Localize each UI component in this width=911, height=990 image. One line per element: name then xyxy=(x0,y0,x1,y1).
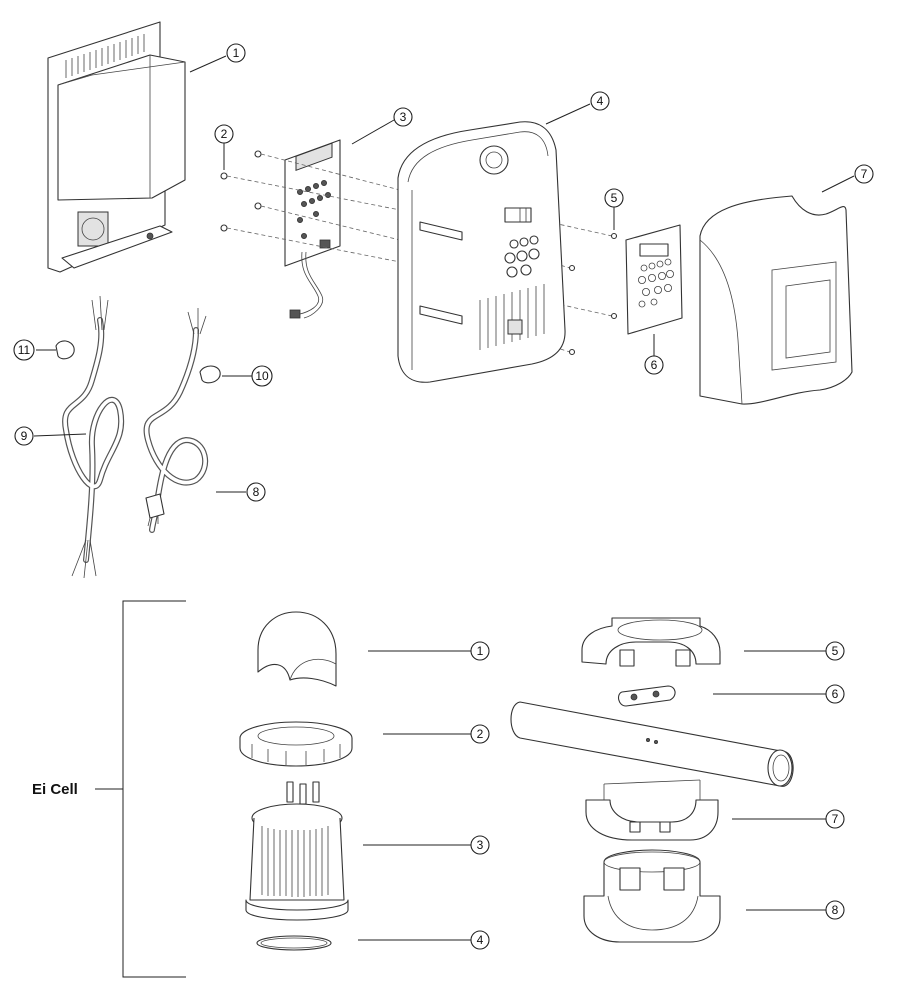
svg-text:2: 2 xyxy=(477,727,484,741)
svg-text:5: 5 xyxy=(832,644,839,658)
svg-text:4: 4 xyxy=(477,933,484,947)
lower-clamp xyxy=(585,779,719,841)
display-circuit-board xyxy=(284,139,341,319)
svg-text:6: 6 xyxy=(832,687,839,701)
callout-lower-8: 8 xyxy=(825,900,845,920)
ei-cell-bracket xyxy=(95,600,186,978)
upper-leader-lines xyxy=(33,55,855,493)
callout-upper-9: 9 xyxy=(14,426,34,446)
callout-upper-3: 3 xyxy=(393,107,413,127)
callout-upper-1: 1 xyxy=(226,43,246,63)
power-supply-unit xyxy=(47,21,186,273)
callout-upper-4: 4 xyxy=(590,91,610,111)
manifold-base xyxy=(583,849,721,943)
cell-dome-cap xyxy=(257,611,337,687)
svg-text:1: 1 xyxy=(477,644,484,658)
svg-text:8: 8 xyxy=(253,485,260,499)
controller-enclosure xyxy=(397,121,566,383)
power-cords xyxy=(55,295,221,579)
front-cover xyxy=(699,195,853,405)
callout-lower-6: 6 xyxy=(825,684,845,704)
svg-text:4: 4 xyxy=(597,94,604,108)
callout-lower-2: 2 xyxy=(470,724,490,744)
callout-upper-10: 10 xyxy=(251,365,273,387)
callout-lower-7: 7 xyxy=(825,809,845,829)
callout-upper-8: 8 xyxy=(246,482,266,502)
svg-text:2: 2 xyxy=(221,127,228,141)
svg-text:5: 5 xyxy=(611,191,618,205)
callout-upper-7: 7 xyxy=(854,164,874,184)
svg-text:3: 3 xyxy=(400,110,407,124)
callout-upper-11: 11 xyxy=(13,339,35,361)
lower-leader-lines xyxy=(358,650,826,941)
callout-lower-4: 4 xyxy=(470,930,490,950)
svg-text:1: 1 xyxy=(233,46,240,60)
svg-text:3: 3 xyxy=(477,838,484,852)
callout-upper-5: 5 xyxy=(604,188,624,208)
svg-text:9: 9 xyxy=(21,429,28,443)
svg-text:11: 11 xyxy=(18,343,31,357)
cell-electrode-stack xyxy=(245,781,349,921)
svg-text:7: 7 xyxy=(861,167,868,181)
clip-insert xyxy=(617,685,676,707)
svg-text:8: 8 xyxy=(832,903,839,917)
cell-o-ring xyxy=(256,935,332,951)
callout-upper-2: 2 xyxy=(214,124,234,144)
keypad-overlay xyxy=(625,224,683,335)
svg-text:6: 6 xyxy=(651,358,658,372)
callout-lower-3: 3 xyxy=(470,835,490,855)
callout-lower-5: 5 xyxy=(825,641,845,661)
section-label: Ei Cell xyxy=(32,781,78,798)
callout-lower-1: 1 xyxy=(470,641,490,661)
svg-text:7: 7 xyxy=(832,812,839,826)
cell-pipe xyxy=(510,701,794,787)
upper-clamp xyxy=(581,617,721,667)
cell-lock-ring xyxy=(239,721,353,767)
callout-upper-6: 6 xyxy=(644,355,664,375)
svg-text:10: 10 xyxy=(255,369,269,383)
